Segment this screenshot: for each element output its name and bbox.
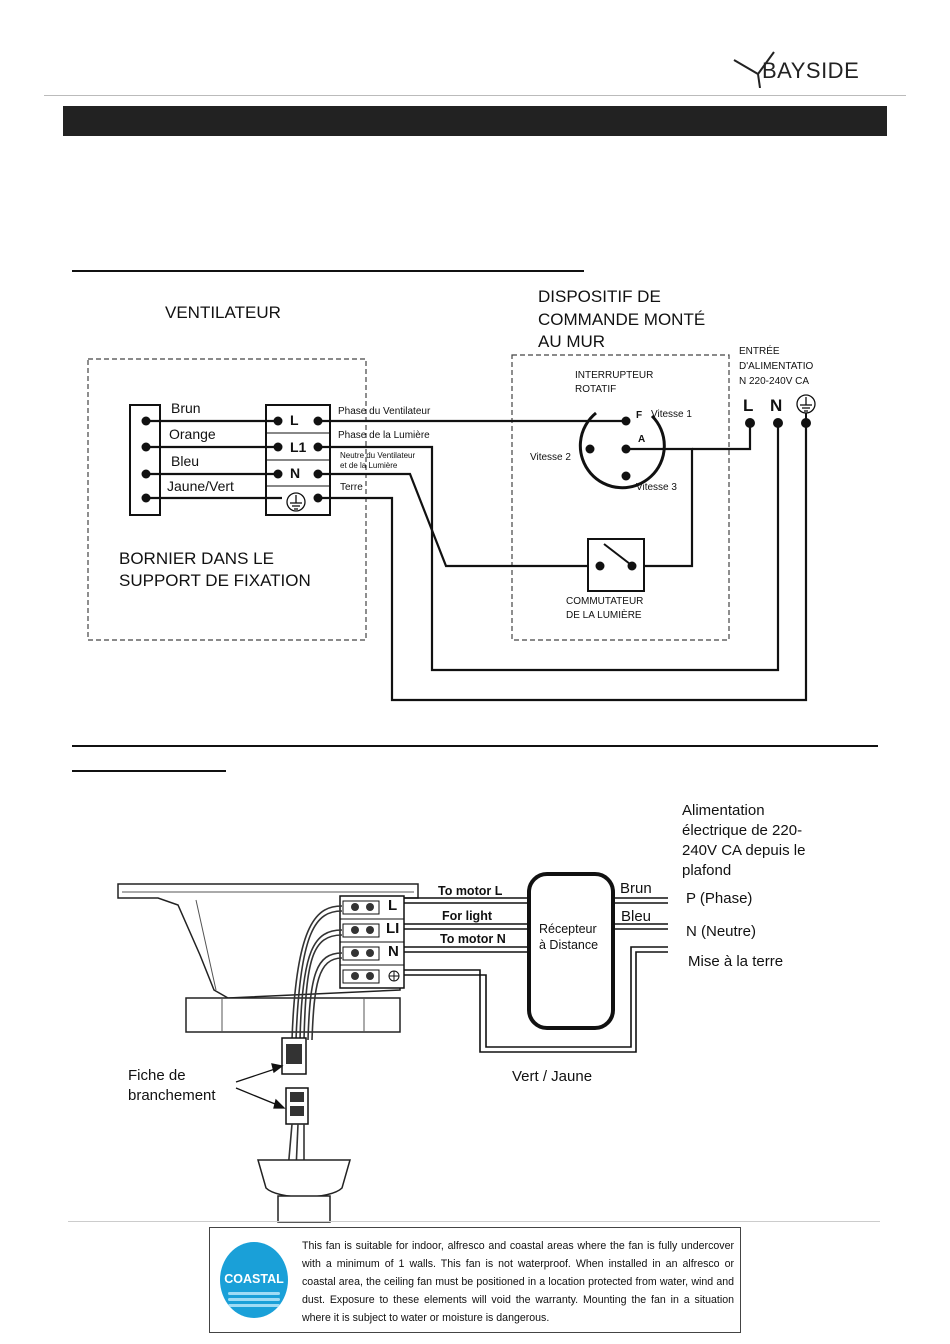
plug-label-1: Fiche de xyxy=(128,1067,186,1084)
terminal-n: N xyxy=(290,465,301,481)
supply-terminal-l: L xyxy=(743,396,754,415)
supply-terminal-n: N xyxy=(770,396,783,415)
terminal-l: L xyxy=(290,412,299,428)
wall-control-label-1: DISPOSITIF DE xyxy=(538,287,661,306)
neutral-label-2: et de la Lumière xyxy=(340,461,398,470)
rotary-switch-label-2: ROTATIF xyxy=(575,384,617,395)
wall-control-label-3: AU MUR xyxy=(538,332,606,351)
wire-orange: Orange xyxy=(169,426,216,442)
wall-control-label-2: COMMANDE MONTÉ xyxy=(538,310,706,329)
supply-label-3: N 220-240V CA xyxy=(739,376,810,387)
earth-label: Terre xyxy=(340,482,363,493)
remote-wire-bleu: Bleu xyxy=(621,908,652,925)
coastal-notice-box: COASTAL This fan is suitable for indoor,… xyxy=(209,1227,741,1333)
block-label-l: L xyxy=(388,897,398,914)
remote-wire-brun: Brun xyxy=(620,880,652,897)
section-underline-3 xyxy=(72,770,226,772)
plug-label-2: branchement xyxy=(128,1087,216,1104)
brand-name: BAYSIDE xyxy=(762,58,860,83)
fan-motor-cup xyxy=(257,1159,351,1198)
footer-divider xyxy=(68,1221,880,1222)
supply-desc-1: Alimentation xyxy=(682,802,765,819)
supply-neutral-label: N (Neutre) xyxy=(686,923,757,940)
terminal-ground-icon xyxy=(286,492,306,512)
section-underline-2 xyxy=(72,745,878,747)
fan-label: VENTILATEUR xyxy=(165,303,281,322)
light-switch-label-2: DE LA LUMIÈRE xyxy=(566,610,642,621)
supply-label-1: ENTRÉE xyxy=(739,346,780,357)
terminal-l1: L1 xyxy=(290,439,307,455)
to-motor-l-label: To motor L xyxy=(438,884,503,898)
switch-pos-vitesse1: Vitesse 1 xyxy=(651,409,692,420)
block-ground-icon xyxy=(388,970,400,982)
coastal-badge-icon: COASTAL xyxy=(220,1242,288,1318)
wire-bleu: Bleu xyxy=(171,453,200,469)
section-title-bar xyxy=(63,106,887,136)
for-light-label: For light xyxy=(442,909,492,923)
switch-pos-vitesse2: Vitesse 2 xyxy=(530,452,571,463)
section-underline-1 xyxy=(72,270,584,272)
ground-wire-label: Vert / Jaune xyxy=(512,1068,593,1085)
supply-desc-4: plafond xyxy=(682,862,732,879)
neutral-label-1: Neutre du Ventilateur xyxy=(340,451,416,460)
light-phase-label: Phase de la Lumière xyxy=(338,430,430,441)
coastal-notice-text: This fan is suitable for indoor, alfresc… xyxy=(302,1240,734,1324)
terminal-strip-label-2: SUPPORT DE FIXATION xyxy=(119,571,311,590)
supply-desc-3: 240V CA depuis le xyxy=(682,842,806,859)
rotary-switch-label-1: INTERRUPTEUR xyxy=(575,370,654,381)
switch-pos-a: A xyxy=(638,434,646,445)
light-switch-label-1: COMMUTATEUR xyxy=(566,596,644,607)
wall-control-dashed-box xyxy=(511,354,730,641)
supply-earth-label: Mise à la terre xyxy=(688,953,784,970)
receiver-label-2: à Distance xyxy=(539,938,599,952)
to-motor-n-label: To motor N xyxy=(440,932,506,946)
fan-dashed-box xyxy=(87,358,367,641)
switch-pos-f: F xyxy=(636,410,643,421)
receiver-label-1: Récepteur xyxy=(539,922,597,936)
block-label-n: N xyxy=(388,943,399,960)
supply-desc-2: électrique de 220- xyxy=(682,822,803,839)
block-label-li: LI xyxy=(386,920,400,937)
remote-receiver-box xyxy=(527,872,615,1030)
wire-brun: Brun xyxy=(171,400,201,416)
coastal-badge-text: COASTAL xyxy=(224,1272,284,1286)
bayside-logo-icon xyxy=(733,51,775,88)
supply-phase-label: P (Phase) xyxy=(686,890,753,907)
rotary-switch-arc xyxy=(578,411,666,490)
switch-pos-vitesse3: Vitesse 3 xyxy=(636,482,677,493)
supply-label-2: D'ALIMENTATIO xyxy=(739,361,814,372)
terminal-strip-label-1: BORNIER DANS LE xyxy=(119,549,274,568)
supply-ground-icon xyxy=(796,394,816,414)
fan-phase-label: Phase du Ventilateur xyxy=(338,406,431,417)
wire-jaune-vert: Jaune/Vert xyxy=(167,478,234,494)
header-divider xyxy=(44,95,906,96)
